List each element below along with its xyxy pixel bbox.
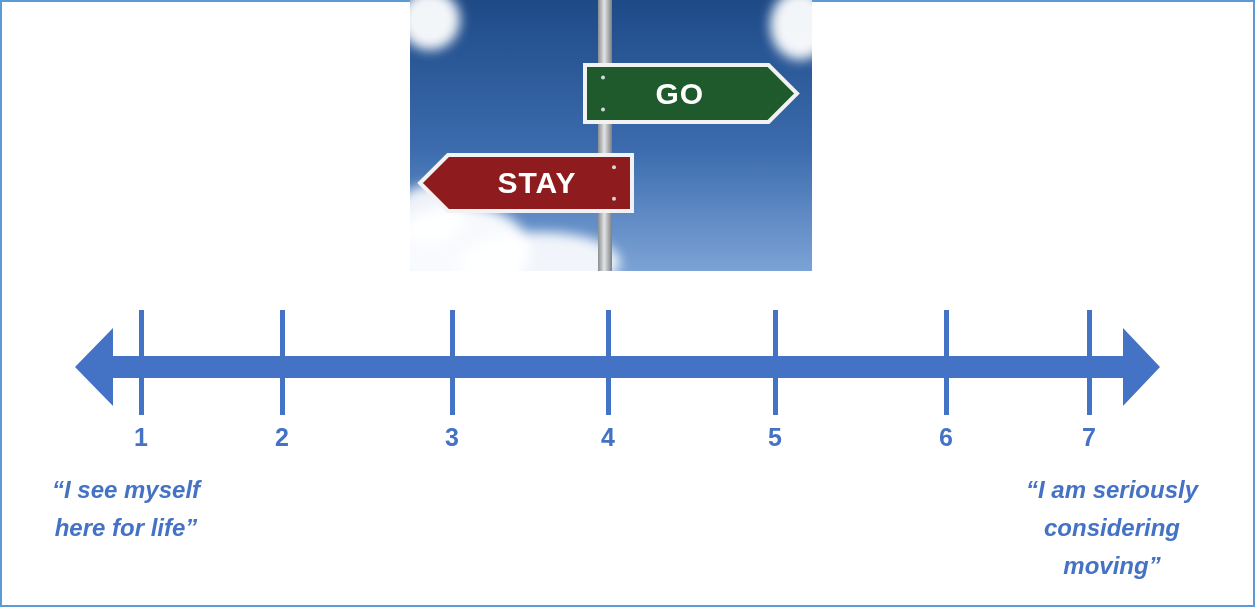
sign-bolt [601,76,605,80]
tick-mark [450,310,455,415]
sign-text: GO [655,77,704,111]
sign-shape [585,65,797,122]
sign-shape [420,155,632,211]
sign-pole [598,0,612,271]
tick-mark [944,310,949,415]
tick-mark [139,310,144,415]
scale-number: 6 [916,422,976,452]
scale-number: 1 [111,422,171,452]
clouds [410,0,812,271]
sign-text: STAY [497,166,576,200]
scale-number: 7 [1059,422,1119,452]
double-arrow [75,328,1160,406]
sign-board: STAY [420,155,632,211]
signpost-photo [410,0,812,271]
scale-end-label: “I am seriously considering moving” [1006,471,1218,585]
sign-bolt [612,165,616,169]
tick-mark [773,310,778,415]
sign-board: GO [585,65,797,122]
scale-number: 4 [578,422,638,452]
sign-bolt [601,107,605,111]
tick-mark [606,310,611,415]
scale-number: 5 [745,422,805,452]
scale-number: 3 [422,422,482,452]
sign-bolt [612,197,616,201]
tick-mark [1087,310,1092,415]
scale-number: 2 [252,422,312,452]
tick-mark [280,310,285,415]
scale-end-label: “I see myself here for life” [26,471,226,547]
tick-marks [139,310,1092,415]
